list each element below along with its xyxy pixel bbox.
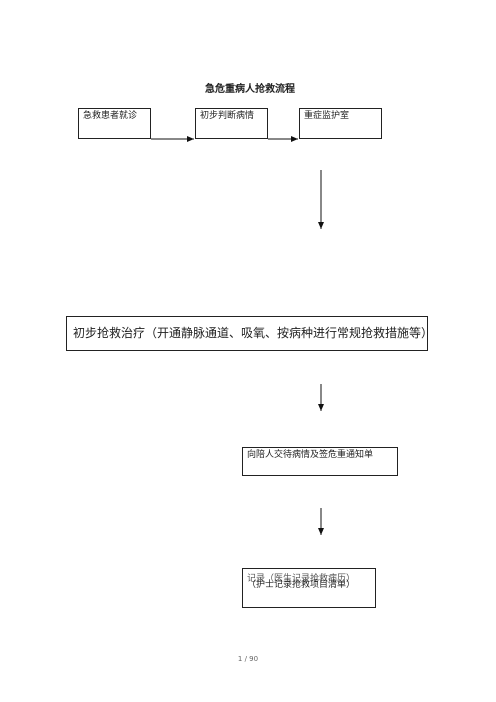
records-doctor-line: 记录（医生记录抢救病历） xyxy=(247,574,356,584)
records-nurse-line: （护士记录抢救项目清单） xyxy=(247,580,356,590)
step-patient-arrival: 急救患者就诊 xyxy=(78,108,151,139)
page-number: 1 / 90 xyxy=(237,655,259,663)
step-inform-family: 向陪人交待病情及签危重通知单 xyxy=(242,447,398,476)
step-initial-assessment: 初步判断病情 xyxy=(195,108,268,139)
flowchart-title: 急危重病人抢救流程 xyxy=(205,84,295,95)
step-icu: 重症监护室 xyxy=(299,108,382,139)
step-initial-rescue-treatment: 初步抢救治疗（开通静脉通道、吸氧、按病种进行常规抢救措施等） xyxy=(66,316,428,351)
step-records: 记录（医生记录抢救病历） （护士记录抢救项目清单） xyxy=(242,568,376,608)
